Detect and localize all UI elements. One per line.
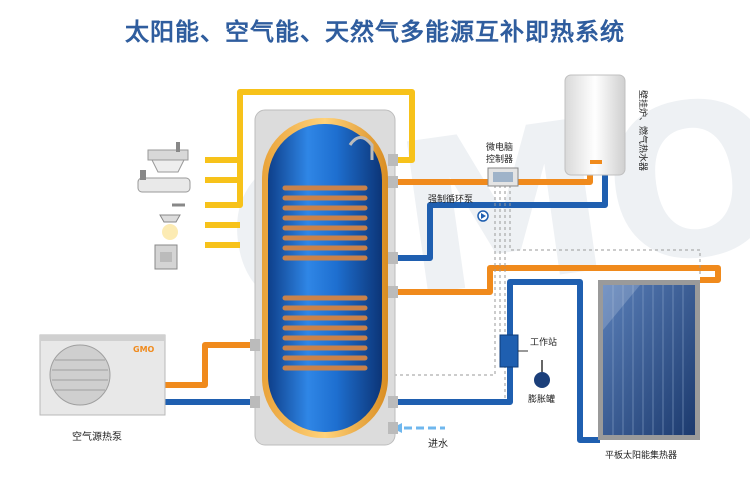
flat-panel-collector [598, 280, 700, 440]
shower-icon [159, 203, 185, 240]
solar-cold-pipe [392, 279, 600, 443]
fixtures-group [137, 142, 191, 270]
label-wall-boiler: 壁挂炉、燃气热水器 [637, 90, 649, 171]
hot-water-pipe [205, 89, 415, 248]
label-inlet-water: 进水 [428, 438, 448, 450]
heat-pump-hot-pipe [160, 342, 255, 388]
inlet-water-pipe [392, 423, 445, 433]
bathtub-icon [137, 170, 191, 193]
label-circulation-pump: 强制循环泵 [428, 193, 473, 205]
work-station-box [499, 334, 528, 368]
expansion-tank-icon [534, 360, 550, 388]
label-expansion-tank: 膨胀罐 [528, 393, 555, 405]
label-micro-controller-line1: 微电脑 [486, 141, 513, 153]
sink-icon [147, 142, 189, 173]
wall-boiler-unit [564, 74, 626, 176]
label-air-heat-pump: 空气源热泵 [72, 430, 122, 443]
control-wires [395, 185, 701, 400]
water-tank [250, 109, 398, 446]
solar-hot-pipe [392, 265, 721, 295]
upper-heat-coil [282, 185, 368, 261]
label-flat-panel-collector: 平板太阳能集热器 [605, 449, 677, 461]
circulation-pump-icon [477, 210, 489, 222]
basin-icon [154, 244, 178, 270]
micro-controller-box [487, 167, 519, 187]
unit-brand-logo: GMO [133, 345, 155, 354]
air-heat-pump-unit: GMO [39, 334, 166, 416]
page-title: 太阳能、空气能、天然气多能源互补即热系统 [125, 18, 625, 46]
label-micro-controller-line2: 控制器 [486, 153, 513, 165]
lower-heat-coil [282, 295, 368, 371]
boiler-cold-pipe [392, 175, 608, 261]
label-work-station: 工作站 [530, 336, 557, 348]
